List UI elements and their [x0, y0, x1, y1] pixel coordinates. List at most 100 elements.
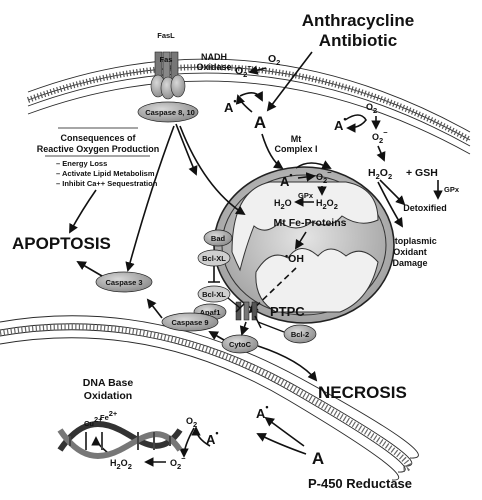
superoxide-membrane: O2− — [235, 62, 252, 79]
cytoplasmic-label-1: Cytoplasmic — [383, 236, 437, 246]
o2-to-superoxide-arrow — [248, 65, 267, 75]
mt-complex-label-2: Complex I — [274, 144, 317, 154]
bad-oval — [203, 229, 233, 247]
a-drug: A — [254, 113, 266, 132]
consequence-ca-sequestration: – Inhibit Ca++ Sequestration — [56, 179, 158, 188]
svg-text:O2−: O2− — [235, 62, 252, 79]
oxidase-label: Oxidase — [196, 62, 231, 72]
bcl-2-label: Bcl-2 — [291, 330, 309, 339]
cytoplasmic-label-2: Oxidant — [393, 247, 427, 257]
consequences-title-2: Reactive Oxygen Production — [37, 144, 160, 154]
a-radical-upper: A• — [334, 114, 347, 133]
apaf1-label: Apaf1 — [200, 308, 221, 317]
bcl-xl-bound-label: Bcl-XL — [202, 254, 226, 263]
a-drug-lower: A — [312, 449, 324, 468]
o2-to-superoxide-lower-arrow — [179, 427, 195, 458]
consequence-energy-loss: – Energy Loss — [56, 159, 107, 168]
a-radical-lower-left: A• — [206, 428, 219, 447]
cytoplasmic-label-3: Damage — [392, 258, 427, 268]
detoxified-label: Detoxified — [403, 203, 447, 213]
mt-fe-proteins-label: Mt Fe-Proteins — [274, 217, 347, 229]
o2-upper-right: O2 — [366, 102, 377, 115]
bcl-xl-free-oval — [197, 285, 231, 303]
ptpc-to-cytoc-arrow — [239, 321, 249, 336]
a-to-radical-upper-arrow — [264, 416, 305, 447]
bad-label: Bad — [211, 234, 226, 243]
oh-to-ptpc-arrow — [248, 267, 297, 314]
title-to-a-arrow — [266, 51, 313, 112]
consequences-title-1: Consequences of — [60, 133, 136, 143]
apoptosis-label: APOPTOSIS — [12, 234, 111, 253]
dna-label-1: DNA Base — [83, 377, 134, 389]
fas-label: Fas — [160, 55, 173, 64]
cytoc-to-necrosis-arrow — [257, 345, 318, 382]
consequence-lipid-metabolism: – Activate Lipid Metabolism — [56, 169, 155, 178]
h2o2-to-damage-arrow — [377, 181, 404, 228]
caspase-8-to-caspase-3-arrow — [125, 125, 175, 272]
gpx-label: GPx — [444, 185, 460, 194]
superoxide-to-h2o2-arrow — [376, 145, 386, 162]
bcl-2-oval — [283, 324, 317, 344]
caspase-8-down-arrow — [175, 123, 198, 176]
h2o2-cytoplasm: H2O2 — [368, 167, 392, 181]
bcl-xl-free-label: Bcl-XL — [202, 290, 226, 299]
caspase-9-to-caspase-3-arrow — [146, 298, 163, 319]
p450-label: P-450 Reductase — [308, 476, 412, 491]
h2o2-lower: H2O2 — [110, 458, 132, 471]
fe-to-oh-arrow — [294, 231, 307, 250]
dna-label-2: Oxidation — [84, 390, 132, 402]
h2o2-to-detoxified-arrow — [379, 179, 406, 206]
lower-cycle-arrow — [191, 426, 211, 447]
gpx-mito-label: GPx — [298, 191, 314, 200]
caspase-8-10-label: Caspase 8, 10 — [145, 108, 195, 117]
title-line-2: Antibiotic — [319, 31, 397, 50]
bcl-xl-to-ptpc-line — [227, 297, 241, 309]
upper-redox-cycle-arrow — [344, 114, 367, 133]
cytoc-label: CytoC — [229, 340, 252, 349]
svg-text:O2: O2 — [268, 53, 280, 67]
oxygen-membrane: O2 — [268, 53, 280, 67]
a-radical-lower-right: A• — [256, 402, 269, 421]
ptpc-pore — [235, 301, 258, 321]
radical-recycle-arrow — [239, 90, 263, 102]
h2o2-mito: H2O2 — [316, 198, 338, 211]
caspase-9-oval — [161, 312, 219, 332]
fas-receptor — [137, 51, 199, 123]
a-radical-mito: A• — [280, 170, 293, 189]
nuclear-membrane — [0, 315, 419, 481]
superoxide-mito: O2− — [316, 168, 332, 185]
dna-helix — [57, 421, 183, 459]
bcl-2-inhibit-line — [257, 321, 285, 333]
title-line-1: Anthracycline — [302, 11, 414, 30]
superoxide-upper-right: O2− — [372, 128, 388, 145]
cu-ion: Cu2+ — [84, 415, 103, 428]
caspase-9-label: Caspase 9 — [171, 318, 208, 327]
caspase-3-label: Caspase 3 — [105, 278, 142, 287]
fe-ion: Fe2+ — [100, 409, 118, 422]
mt-complex-label-1: Mt — [291, 134, 302, 144]
necrosis-label: NECROSIS — [318, 383, 407, 402]
fasl-label: FasL — [157, 31, 175, 40]
caspase-3-oval — [95, 271, 153, 293]
a-radical-membrane: A• — [224, 96, 237, 115]
caspase-3-to-apoptosis-arrow — [76, 261, 103, 277]
ptpc-label: PTPC — [270, 304, 305, 319]
a-to-radical-arrow — [235, 94, 253, 113]
caspase-8-to-mito-arrow — [179, 125, 246, 216]
consequences-to-apoptosis-arrow — [69, 189, 97, 234]
hydroxyl-radical: •OH — [285, 251, 304, 265]
o2-lower: O2 — [186, 416, 197, 429]
a-to-complex-arrow — [261, 133, 284, 170]
mito-cycle-arrow — [295, 160, 332, 169]
bcl-xl-ptpc-bar — [235, 303, 245, 313]
cytoc-to-caspase-9-arrow — [208, 331, 225, 341]
mito-superoxide-arrow — [297, 172, 316, 182]
consequences-box: Consequences of Reactive Oxygen Producti… — [37, 127, 160, 188]
a-to-radical-lower-arrow — [256, 433, 307, 455]
gsh-label: + GSH — [406, 167, 438, 179]
superoxide-lower: O2− — [170, 454, 186, 471]
h2o-mito: H2O — [274, 198, 292, 211]
nadh-label: NADH — [201, 52, 227, 62]
bcl-2-inhibit-bar — [254, 315, 262, 329]
